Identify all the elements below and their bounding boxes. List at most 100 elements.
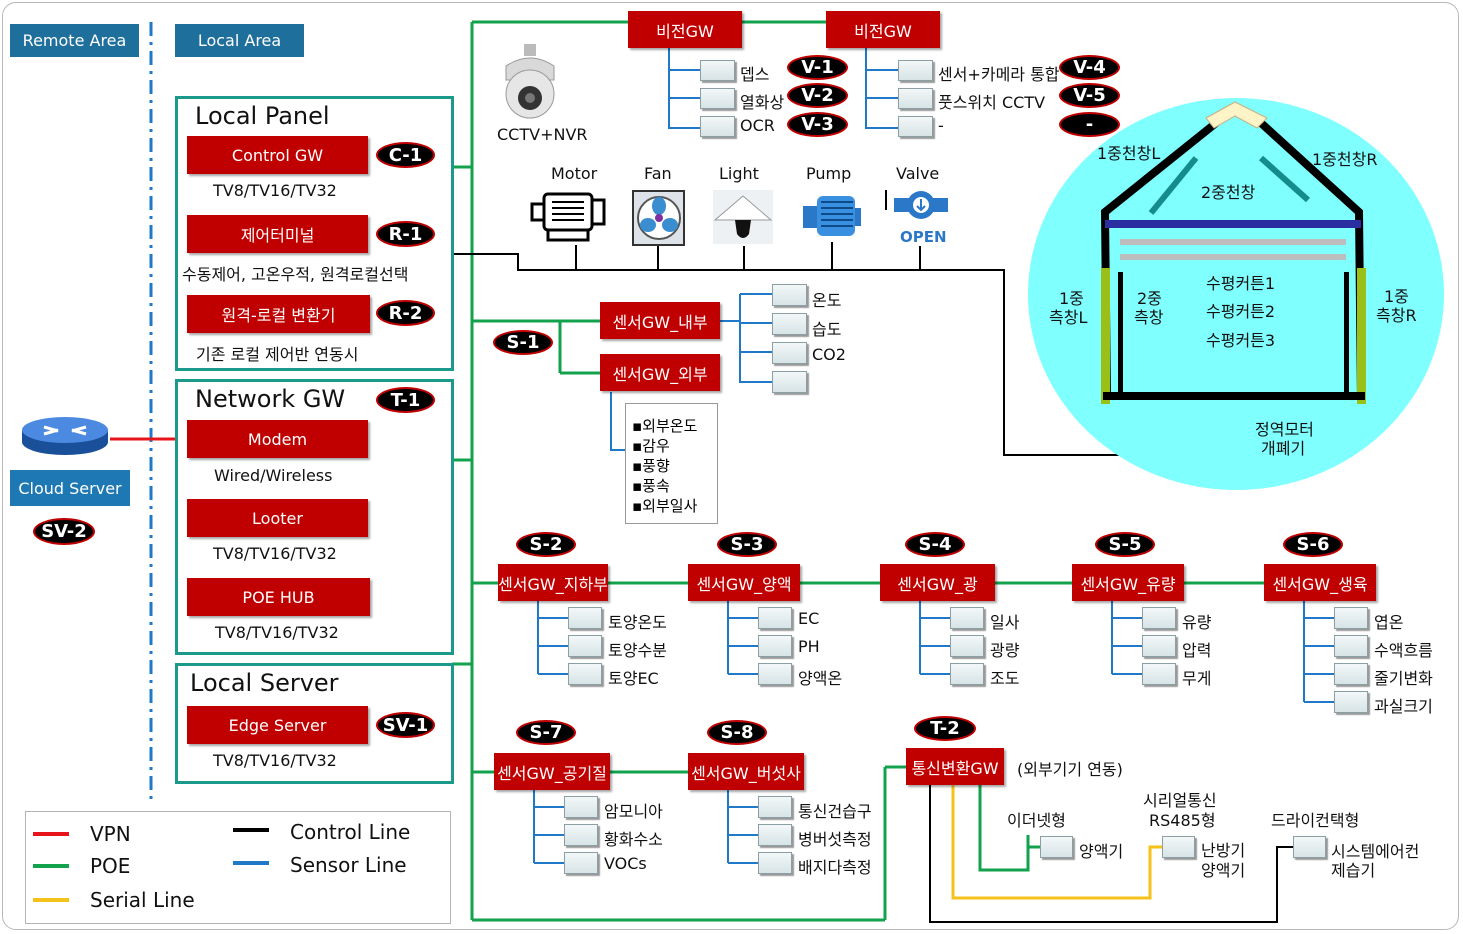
sensor-item-label: 압력 <box>1182 641 1212 660</box>
edge-server-box[interactable]: Edge Server <box>187 706 368 744</box>
t2-serial-item-2: 양액기 <box>1201 861 1246 880</box>
sensor-item-box <box>950 607 984 629</box>
sensor-gw-inner-box[interactable]: 센서GW_내부 <box>600 302 720 339</box>
edge-server-sub: TV8/TV16/TV32 <box>213 751 337 770</box>
poe-hub-box[interactable]: POE HUB <box>187 578 370 616</box>
sensor-gw-box[interactable]: 센서GW_생육 <box>1264 564 1376 601</box>
vision-gw-2-box[interactable]: 비전GW <box>826 11 940 48</box>
s1-inner-item-1: 온도 <box>812 291 842 310</box>
s1-outer-item-3: ▪풍향 <box>632 457 670 475</box>
control-gw-box[interactable]: Control GW <box>187 136 368 174</box>
s1-inner-item-4-box <box>772 371 807 393</box>
gh-side-l-2: 측창L <box>1049 308 1088 327</box>
local-panel-title: Local Panel <box>195 102 330 130</box>
actuator-label-valve: Valve <box>896 164 940 183</box>
sensor-item-box <box>758 607 792 629</box>
sensor-item-label: 토양EC <box>608 669 659 688</box>
sensor-group-badge: S-7 <box>516 720 576 745</box>
sensor-gw-box[interactable]: 센서GW_지하부 <box>498 564 608 601</box>
gh-side-l-1: 1중 <box>1059 289 1084 308</box>
converter-badge: R-2 <box>376 300 435 326</box>
sensor-item-label: 일사 <box>990 613 1020 632</box>
pump-icon[interactable] <box>801 190 863 242</box>
serial-line <box>951 785 1162 900</box>
t2-serial-title-1: 시리얼통신 <box>1143 791 1217 810</box>
looter-box[interactable]: Looter <box>187 499 368 537</box>
cloud-server-badge: SV-2 <box>33 518 95 545</box>
sensor-group-badge: S-4 <box>905 532 965 557</box>
terminal-badge: R-1 <box>376 221 435 247</box>
t2-ethernet-item: 양액기 <box>1079 842 1124 861</box>
t2-dry-label: 드라이컨택형 <box>1271 811 1360 830</box>
vision1-badge-1: V-1 <box>787 55 848 80</box>
t2-ethernet-label: 이더넷형 <box>1007 811 1066 830</box>
legend-control: Control Line <box>290 820 411 844</box>
sensor-item-label: 토양온도 <box>608 613 667 632</box>
legend-poe-line <box>33 864 69 868</box>
poe-lines <box>452 20 1264 922</box>
local-area-label: Local Area <box>175 24 304 57</box>
gh-motor-1: 정역모터 <box>1255 420 1314 439</box>
sensor-gw-box[interactable]: 센서GW_공기질 <box>494 753 610 790</box>
s1-inner-item-2-box <box>772 313 807 335</box>
sensor-gw-box[interactable]: 센서GW_유량 <box>1072 564 1184 601</box>
sensor-group-badge: S-6 <box>1283 532 1343 557</box>
fan-icon[interactable] <box>632 190 685 246</box>
sensor-item-label: 통신건습구 <box>798 802 872 821</box>
sensor-item-box <box>1142 635 1176 657</box>
sensor-item-box <box>1334 635 1368 657</box>
comm-converter-gw-box[interactable]: 통신변환GW <box>906 748 1004 785</box>
legend-serial-line <box>33 898 69 902</box>
motor-icon[interactable] <box>530 188 606 246</box>
s1-inner-item-3: CO2 <box>812 345 846 364</box>
actuator-label-pump: Pump <box>806 164 852 183</box>
greenhouse-diagram <box>1026 96 1447 492</box>
sensor-group-badge: S-2 <box>516 532 576 557</box>
sensor-item-box <box>1142 663 1176 685</box>
s1-outer-item-5: ▪외부일사 <box>632 497 698 515</box>
sensor-item-label: 줄기변화 <box>1374 669 1433 688</box>
t2-note: (외부기기 연동) <box>1017 760 1123 779</box>
vision-gw-1-box[interactable]: 비전GW <box>628 11 742 48</box>
gh-roof2: 2중천창 <box>1201 183 1256 202</box>
vision1-item-3: OCR <box>740 116 775 135</box>
sensor-item-box <box>568 663 602 685</box>
cloud-server-label[interactable]: Cloud Server <box>10 470 130 506</box>
sensor-gw-box[interactable]: 센서GW_버섯사 <box>688 753 804 790</box>
looter-sub: TV8/TV16/TV32 <box>213 544 337 563</box>
control-gw-badge: C-1 <box>376 142 435 168</box>
sensor-item-box <box>1334 607 1368 629</box>
s1-inner-item-3-box <box>772 342 807 364</box>
s1-outer-item-2: ▪감우 <box>632 437 670 455</box>
sensor-item-box <box>758 635 792 657</box>
poe-hub-sub: TV8/TV16/TV32 <box>215 623 339 642</box>
modem-box[interactable]: Modem <box>187 420 368 458</box>
terminal-sub: 수동제어, 고온우적, 원격로컬선택 <box>182 265 409 284</box>
converter-box[interactable]: 원격-로컬 변환기 <box>187 295 370 333</box>
local-server-title: Local Server <box>190 669 339 697</box>
gh-curtain-2: 수평커튼2 <box>1206 302 1276 321</box>
sensor-lines <box>610 48 898 451</box>
sensor-gw-box[interactable]: 센서GW_광 <box>880 564 995 601</box>
valve-icon[interactable] <box>884 188 954 246</box>
sensor-item-box <box>564 824 598 846</box>
vision1-item-2: 열화상 <box>740 93 785 112</box>
sensor-item-label: 유량 <box>1182 613 1212 632</box>
t2-dry-item-box <box>1293 836 1326 858</box>
sensor-gw-outer-box[interactable]: 센서GW_외부 <box>600 354 720 391</box>
terminal-box[interactable]: 제어터미널 <box>187 215 368 253</box>
sensor-item-box <box>1334 691 1368 713</box>
sensor-item-label: 엽온 <box>1374 613 1404 632</box>
vision2-item-3: - <box>938 116 944 135</box>
s1-outer-item-4: ▪풍속 <box>632 477 670 495</box>
gh-side2-2: 측창 <box>1134 308 1164 327</box>
sensor-item-label: VOCs <box>604 854 647 873</box>
sensor-gw-box[interactable]: 센서GW_양액 <box>688 564 800 601</box>
t2-dry-item-1: 시스템에어컨 <box>1331 842 1420 861</box>
light-icon[interactable] <box>713 190 773 244</box>
vision2-badge-2: V-5 <box>1059 83 1120 108</box>
s1-inner-item-1-box <box>772 284 807 306</box>
sensor-item-label: 황화수소 <box>604 830 663 849</box>
t2-badge: T-2 <box>914 716 976 741</box>
